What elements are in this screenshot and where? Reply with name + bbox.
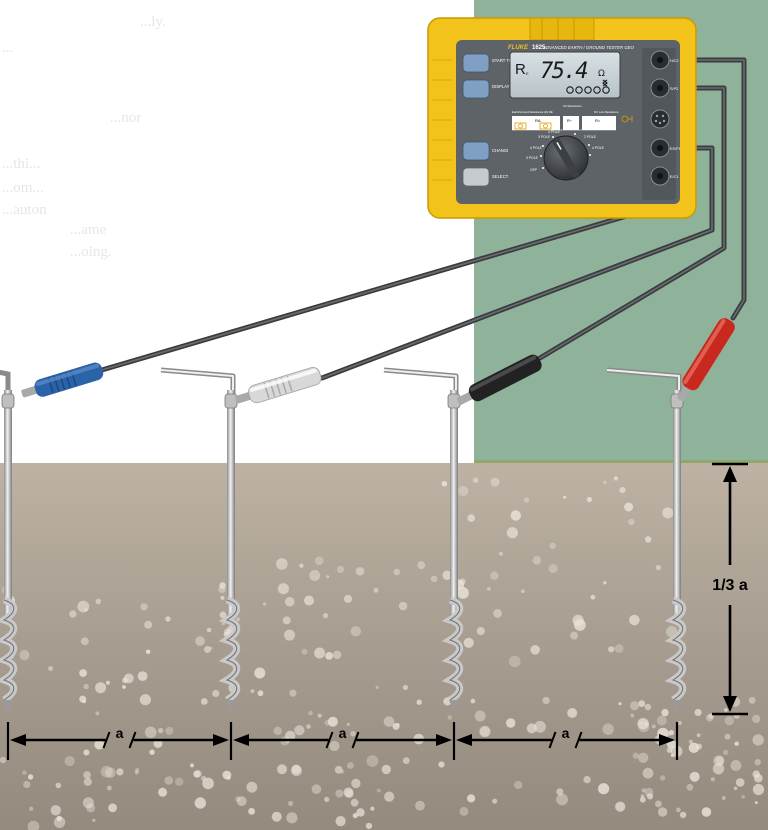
tester-subtitle: ADVANCED EARTH / GROUND TESTER GEO [542, 45, 635, 50]
brand-logo: FLUKE [508, 45, 529, 51]
spacing-label: a [339, 725, 347, 741]
terminal-label-es-p1: ES/P1 [670, 147, 681, 151]
select-label: SELECT [492, 174, 509, 179]
display-reading: 75.4 [540, 59, 587, 84]
dial-pos-4pole-left: 4 POLE [530, 146, 543, 150]
dial-section-r: R~ [567, 118, 573, 123]
lcd-display: R E 75.4 Ω [510, 52, 620, 98]
dial-section-ra: RA [535, 118, 541, 123]
dial-header-mid: AC Resistance [563, 104, 582, 108]
display-unit: Ω [598, 69, 605, 79]
background-text-line: ...auton [2, 202, 47, 218]
display-mode-sub: E [526, 71, 529, 76]
terminal-label-e-c1: E/C1 [670, 175, 678, 179]
terminal-label-h-c2: H/C2 [670, 59, 679, 63]
dial-pos-4pole-top: 4 POLE [548, 130, 561, 134]
spacing-label: a [562, 725, 570, 741]
dial-pos-2pole-right: 2 POLE [584, 135, 597, 139]
dial-pos-3pole-top: 3 POLE [538, 135, 551, 139]
dial-header-right: DC Low Resistance [594, 110, 619, 114]
background-text-line: ...oing. [70, 244, 112, 260]
mode-dial-knob[interactable] [544, 136, 588, 180]
background-text-line: ...nor [110, 110, 141, 126]
dial-section-rdc: R= [595, 118, 601, 123]
terminal-label-s-p2: S/P2 [670, 87, 678, 91]
dial-header-left: Earth/Ground Resistance (Ω) RE [512, 110, 553, 114]
spacing-label: a [116, 725, 124, 741]
dial-pos-off: OFF [530, 168, 538, 172]
mode-dial-area: Earth/Ground Resistance (Ω) RE AC Resist… [508, 104, 640, 196]
dial-pos-3pole-left: 3 POLE [526, 156, 539, 160]
depth-label: 1/3 a [712, 577, 748, 594]
background-text-line: ...ly. [140, 14, 166, 30]
background-text-line: ...om... [2, 180, 44, 196]
dial-pos-4pole-right: 4 POLE [592, 146, 605, 150]
background-text-line: ...thi... [2, 156, 40, 172]
earth-ground-tester: FLUKE 1625 ADVANCED EARTH / GROUND TESTE… [428, 18, 696, 218]
background-text-line: ...ame [70, 222, 107, 238]
display-mode-r: R [515, 61, 526, 78]
background-text-line: ... [2, 40, 13, 56]
